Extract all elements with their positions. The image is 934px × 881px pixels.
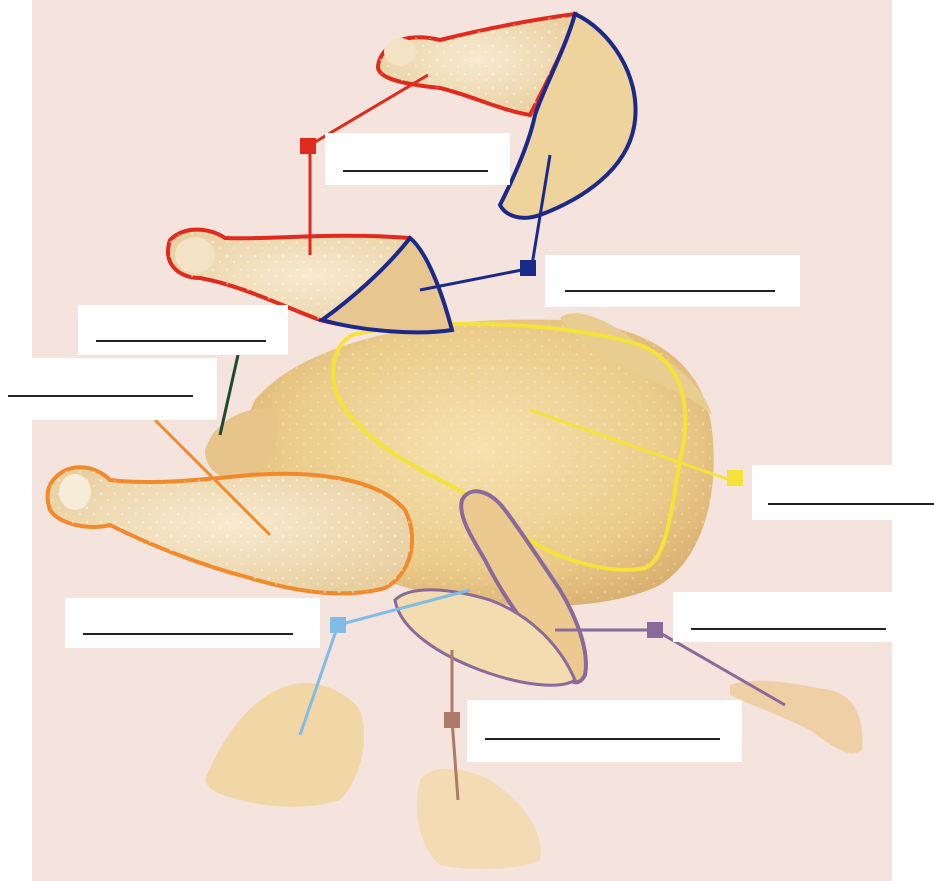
red-marker [300,138,316,154]
label-box-back[interactable] [78,305,288,355]
label-box-wing[interactable] [673,592,898,642]
lightblue-marker [330,617,346,633]
mauve-marker [444,712,460,728]
blue-marker [520,260,536,276]
label-box-breast[interactable] [752,465,934,520]
label-box-breast-half[interactable] [467,700,742,762]
label-box-thigh[interactable] [545,255,800,307]
label-box-breast-quarter[interactable] [65,598,320,648]
label-box-drumstick[interactable] [0,358,217,420]
yellow-marker [727,470,743,486]
purple-marker [647,622,663,638]
label-box-thigh-drumstick[interactable] [325,133,510,185]
